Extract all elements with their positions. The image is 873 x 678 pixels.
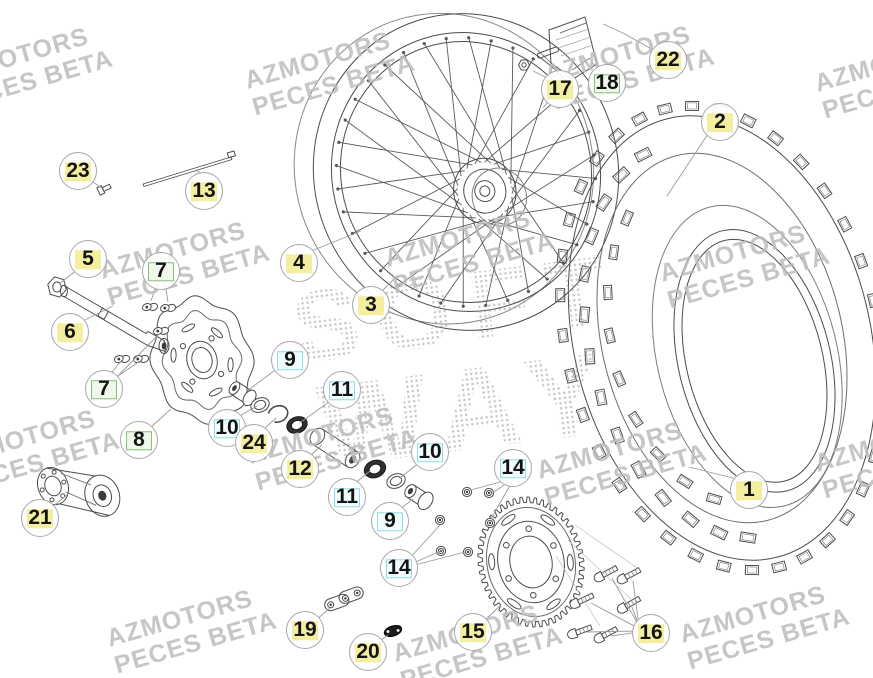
callout-number: 21 <box>28 506 52 529</box>
callout-15: 15 <box>454 613 492 651</box>
callout-11: 11 <box>328 478 366 516</box>
callout-highlight <box>638 624 664 644</box>
callout-10: 10 <box>411 433 449 471</box>
callout-highlight <box>594 74 620 94</box>
callout-4: 4 <box>280 244 318 282</box>
callout-highlight <box>148 262 174 282</box>
callout-number: 8 <box>133 428 145 451</box>
callout-8: 8 <box>120 421 158 459</box>
callout-number: 23 <box>66 159 90 182</box>
callout-highlight <box>57 323 83 343</box>
callout-number: 19 <box>293 618 317 641</box>
callout-number: 13 <box>192 179 216 202</box>
callout-number: 11 <box>335 485 359 508</box>
callout-highlight <box>329 381 355 401</box>
callout-7: 7 <box>142 252 180 290</box>
callout-highlight <box>707 113 733 133</box>
callout-14: 14 <box>380 549 418 587</box>
callout-number: 1 <box>743 478 755 501</box>
callout-highlight <box>377 512 403 532</box>
callout-number: 3 <box>365 293 377 316</box>
callout-highlight <box>386 559 412 579</box>
callout-17: 17 <box>541 70 579 108</box>
callout-number: 17 <box>548 77 572 100</box>
callout-number: 7 <box>98 377 110 400</box>
callout-highlight <box>27 509 53 529</box>
callout-highlight <box>191 182 217 202</box>
callout-number: 22 <box>656 48 680 71</box>
callout-19: 19 <box>286 611 324 649</box>
callout-number: 7 <box>155 259 167 282</box>
callout-number: 12 <box>288 457 312 480</box>
callout-20: 20 <box>349 633 387 671</box>
callout-highlight <box>241 434 267 454</box>
callout-highlight <box>277 351 303 371</box>
callout-number: 14 <box>501 456 525 479</box>
callout-highlight <box>355 643 381 663</box>
callout-13: 13 <box>185 172 223 210</box>
callout-3: 3 <box>352 286 390 324</box>
callout-11: 11 <box>323 371 361 409</box>
callout-14: 14 <box>494 449 532 487</box>
callout-number: 6 <box>64 320 76 343</box>
callout-number: 16 <box>639 621 663 644</box>
callout-highlight <box>736 481 762 501</box>
callout-number: 4 <box>293 251 305 274</box>
callout-highlight <box>655 51 681 71</box>
callout-number: 18 <box>595 71 619 94</box>
callout-5: 5 <box>69 240 107 278</box>
callout-number: 9 <box>284 348 296 371</box>
callout-highlight <box>126 431 152 451</box>
callout-12: 12 <box>281 450 319 488</box>
callout-number: 10 <box>215 416 239 439</box>
callout-highlight <box>292 621 318 641</box>
callout-highlight <box>75 250 101 270</box>
callout-number: 11 <box>330 378 354 401</box>
callout-7: 7 <box>85 370 123 408</box>
callout-highlight <box>547 80 573 100</box>
callout-6: 6 <box>51 313 89 351</box>
callout-highlight <box>500 459 526 479</box>
callout-number: 10 <box>418 440 442 463</box>
callout-number: 2 <box>714 110 726 133</box>
callout-highlight <box>460 623 486 643</box>
callout-highlight <box>358 296 384 316</box>
callout-highlight <box>91 380 117 400</box>
callout-16: 16 <box>632 614 670 652</box>
callout-9: 9 <box>271 341 309 379</box>
callout-highlight <box>65 162 91 182</box>
callout-1: 1 <box>730 471 768 509</box>
callout-2: 2 <box>701 103 739 141</box>
callout-21: 21 <box>21 499 59 537</box>
callout-number: 14 <box>387 556 411 579</box>
callout-number: 5 <box>82 247 94 270</box>
callout-highlight <box>417 443 443 463</box>
callout-highlight <box>286 254 312 274</box>
callout-22: 22 <box>649 41 687 79</box>
callout-18: 18 <box>588 64 626 102</box>
callout-9: 9 <box>371 502 409 540</box>
callout-number: 24 <box>242 431 266 454</box>
callout-number: 20 <box>356 640 380 663</box>
callout-number: 9 <box>384 509 396 532</box>
callout-number: 15 <box>461 620 485 643</box>
callout-24: 24 <box>235 424 273 462</box>
callout-highlight <box>334 488 360 508</box>
callout-highlight <box>287 460 313 480</box>
callout-23: 23 <box>59 152 97 190</box>
